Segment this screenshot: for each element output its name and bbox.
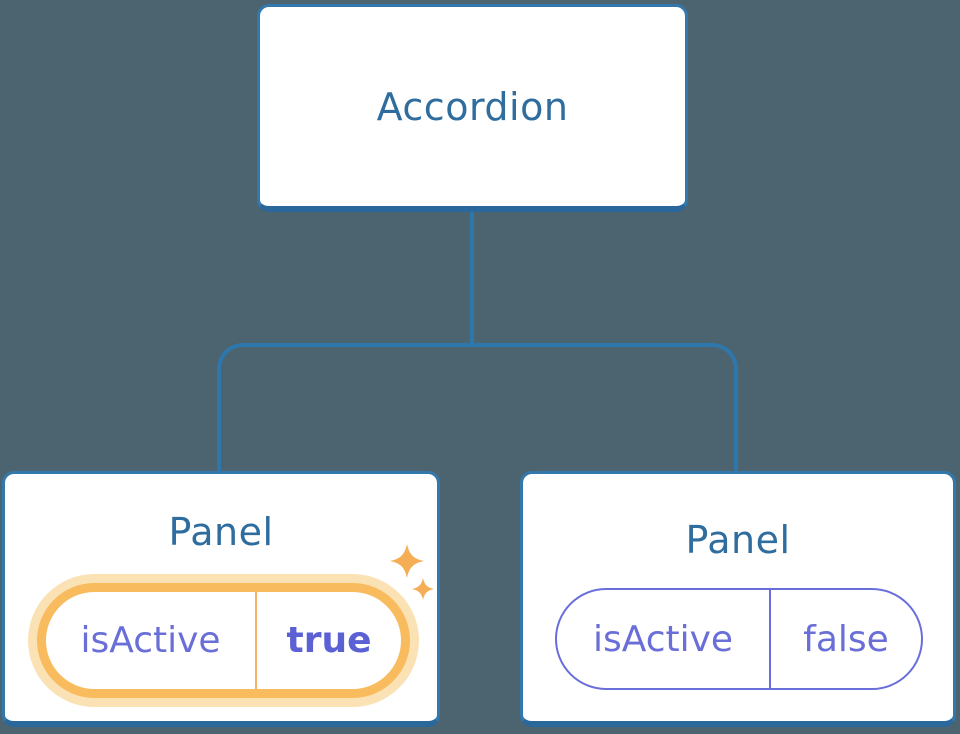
pill-divider: [769, 590, 771, 688]
accordion-node: Accordion: [257, 4, 688, 212]
state-pill-active: isActive true: [37, 583, 410, 698]
pill-divider: [255, 592, 257, 689]
state-value: false: [803, 618, 889, 660]
state-name: isActive: [592, 618, 734, 660]
sparkles-icon: [390, 544, 434, 600]
panel-node-label: Panel: [685, 518, 791, 562]
accordion-node-label: Accordion: [376, 84, 569, 129]
panel-node-label: Panel: [168, 510, 274, 554]
state-pill-inactive: isActive false: [555, 588, 923, 690]
panel-node-inactive: Panel isActive false: [520, 471, 956, 727]
state-value: true: [286, 620, 372, 661]
connector-stem: [470, 210, 474, 346]
panel-node-active: Panel isActive true: [2, 471, 440, 727]
state-name: isActive: [80, 620, 221, 661]
connector-branch: [217, 343, 738, 471]
